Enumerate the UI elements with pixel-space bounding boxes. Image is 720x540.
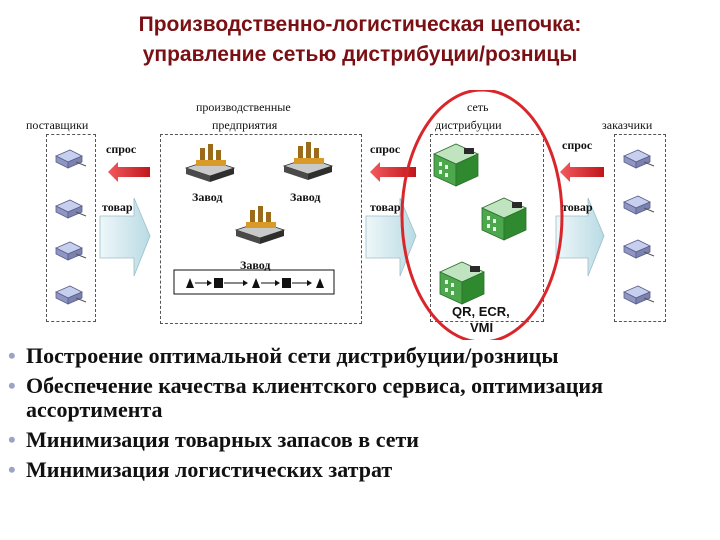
customers-label: заказчики <box>602 118 653 132</box>
distribution-label-line-1: сеть <box>467 100 489 114</box>
demand-arrow <box>560 162 604 182</box>
goods-label: товар <box>562 200 593 214</box>
goods-arrow <box>555 197 605 277</box>
distribution-label-line-2: дистрибуции <box>435 118 502 132</box>
supplier-computer-icon <box>55 199 87 219</box>
producers-label-line-1: производственные <box>196 100 291 114</box>
customer-computer-icon <box>623 285 655 305</box>
customer-computer-icon <box>623 149 655 169</box>
bullet-dot-icon: • <box>8 343 16 368</box>
customer-computer-icon <box>623 195 655 215</box>
suppliers-box <box>46 134 96 322</box>
goods-label: товар <box>102 200 133 214</box>
goods-label: товар <box>370 200 401 214</box>
bullet-dot-icon: • <box>8 427 16 452</box>
bullet-item: •Минимизация логистических затрат <box>8 457 393 482</box>
diagram-graphics <box>55 90 655 340</box>
plant-label: Завод <box>240 258 271 272</box>
plant-icon <box>185 143 235 183</box>
slide-title-line-1: Производственно-логистическая цепочка: <box>138 13 582 36</box>
plant-label: Завод <box>192 190 223 204</box>
goods-arrow <box>99 197 151 277</box>
supplier-computer-icon <box>55 149 87 169</box>
distribution-caption-line-1: QR, ECR, <box>452 304 510 319</box>
supply-chain-diagram: поставщики производственные предприятия … <box>0 90 720 340</box>
supplier-computer-icon <box>55 285 87 305</box>
demand-label: спрос <box>562 138 593 152</box>
warehouse-icon <box>433 143 479 187</box>
plant-icon <box>235 205 285 245</box>
customer-computer-icon <box>623 239 655 259</box>
plant-label: Завод <box>290 190 321 204</box>
demand-arrow <box>108 162 150 182</box>
supplier-computer-icon <box>55 241 87 261</box>
demand-label: спрос <box>106 142 137 156</box>
bullet-dot-icon: • <box>8 373 16 398</box>
slide-title-line-2: управление сетью дистрибуции/розницы <box>142 43 578 66</box>
distribution-highlight-ellipse <box>400 90 564 340</box>
producers-box <box>160 134 362 324</box>
suppliers-label: поставщики <box>26 118 89 132</box>
bullet-item: •Минимизация товарных запасов в сети <box>8 427 419 452</box>
distribution-box <box>430 134 544 322</box>
demand-label: спрос <box>370 142 401 156</box>
producers-label-line-2: предприятия <box>212 118 278 132</box>
warehouse-icon <box>481 197 527 241</box>
process-flow-icons <box>186 278 324 288</box>
warehouse-icon <box>439 261 485 305</box>
customers-box <box>614 134 666 322</box>
bullet-item: •Обеспечение качества клиентского сервис… <box>8 373 603 422</box>
plant-icon <box>283 141 333 181</box>
distribution-caption-line-2: VMI <box>470 320 494 335</box>
bullet-dot-icon: • <box>8 457 16 482</box>
bullet-list: •Построение оптимальной сети дистрибуции… <box>8 344 712 488</box>
bullet-item: •Построение оптимальной сети дистрибуции… <box>8 343 559 368</box>
